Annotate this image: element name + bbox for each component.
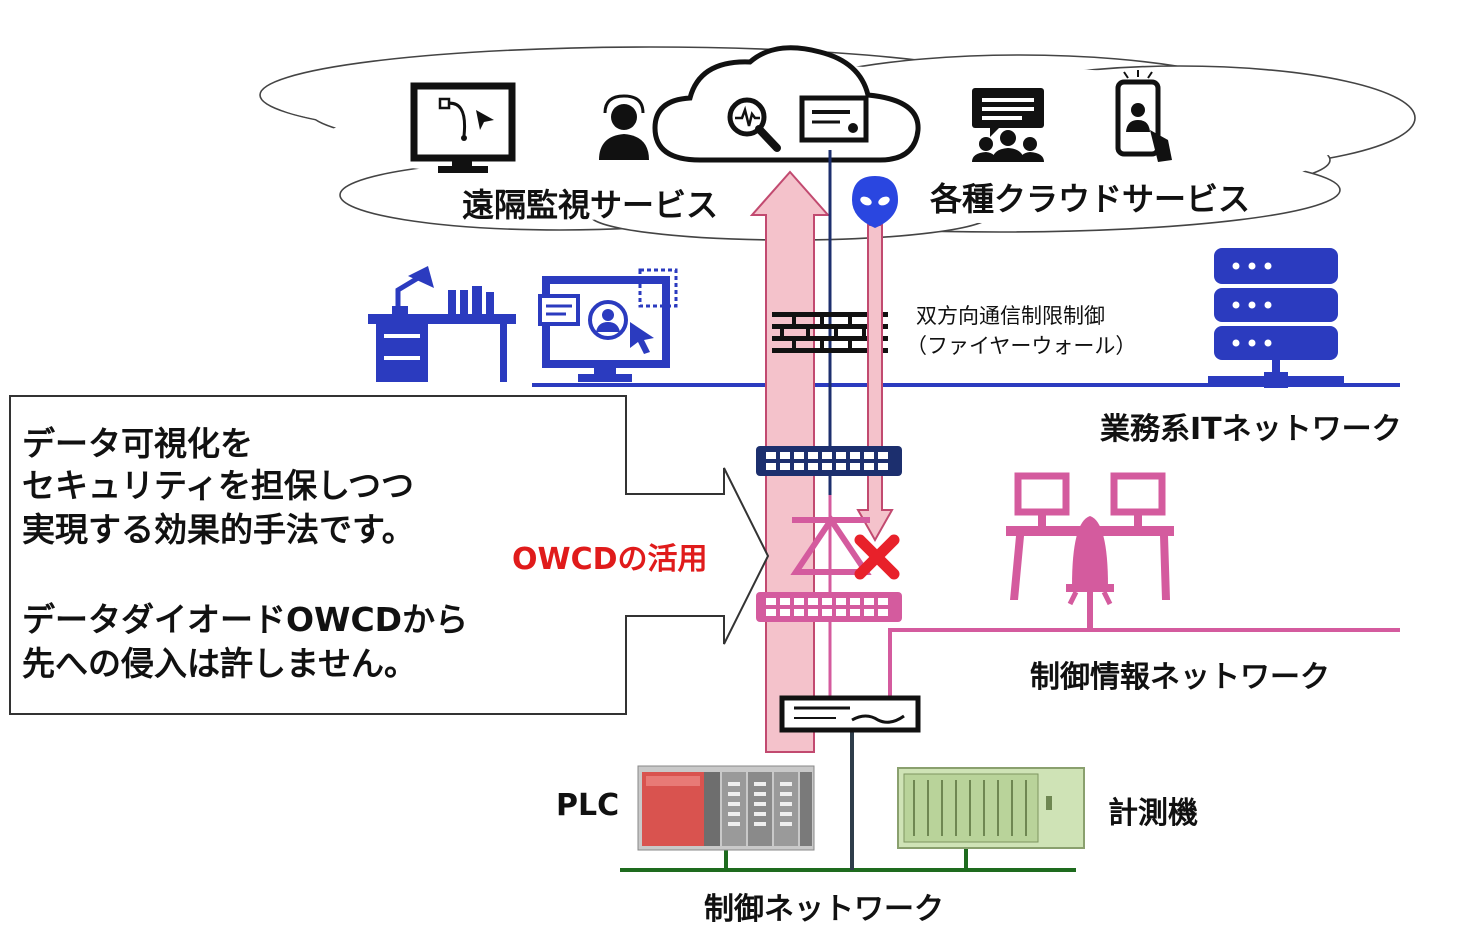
control-info-network-label: 制御情報ネットワーク xyxy=(1030,660,1330,695)
intrusion-attempt-arrow xyxy=(856,224,894,543)
remote-desktop-icon xyxy=(538,268,678,382)
firewall-label-line2: （ファイヤーウォール） xyxy=(906,334,1137,358)
alien-attacker-icon xyxy=(852,176,898,228)
remote-monitoring-label: 遠隔監視サービス xyxy=(462,186,719,224)
certificate-icon xyxy=(799,95,869,143)
callout-line: 実現する効果的手法です。 xyxy=(22,510,415,549)
network-switch-icon xyxy=(756,446,902,476)
callout-line: 先への侵入は許しません。 xyxy=(22,644,418,683)
instrument-label: 計測機 xyxy=(1108,796,1198,831)
instrument-cabinet-icon xyxy=(897,767,1085,849)
desk-lamp-icon xyxy=(368,266,516,382)
magnify-waveform-icon xyxy=(727,97,781,152)
callout-line: データ可視化を xyxy=(22,424,253,463)
owcd-usage-label: OWCDの活用 xyxy=(512,542,708,577)
firewall-label-line1: 双方向通信制限制御 xyxy=(916,304,1105,328)
data-diode-icon xyxy=(790,514,872,575)
operator-headset-icon xyxy=(599,94,649,160)
chat-group-icon xyxy=(972,88,1044,162)
server-rack-icon xyxy=(1208,248,1344,388)
router-device-icon xyxy=(779,695,921,733)
it-network-label: 業務系ITネットワーク xyxy=(1100,412,1402,447)
blocked-cross-icon xyxy=(854,534,900,580)
callout-line: セキュリティを担保しつつ xyxy=(22,466,415,505)
callout-line: データダイオードOWCDから xyxy=(22,600,469,639)
smartphone-user-icon xyxy=(1115,70,1172,162)
callout-box xyxy=(9,395,770,715)
control-info-network-line xyxy=(888,628,1400,700)
plc-label: PLC xyxy=(556,788,620,823)
monitor-curve-icon xyxy=(410,82,516,173)
plc-unit-icon xyxy=(637,765,815,851)
control-network-label: 制御ネットワーク xyxy=(704,892,944,927)
workstation-chair-icon xyxy=(1006,472,1174,630)
cloud-services-label: 各種クラウドサービス xyxy=(930,180,1251,218)
pink-network-switch-icon xyxy=(756,592,902,622)
